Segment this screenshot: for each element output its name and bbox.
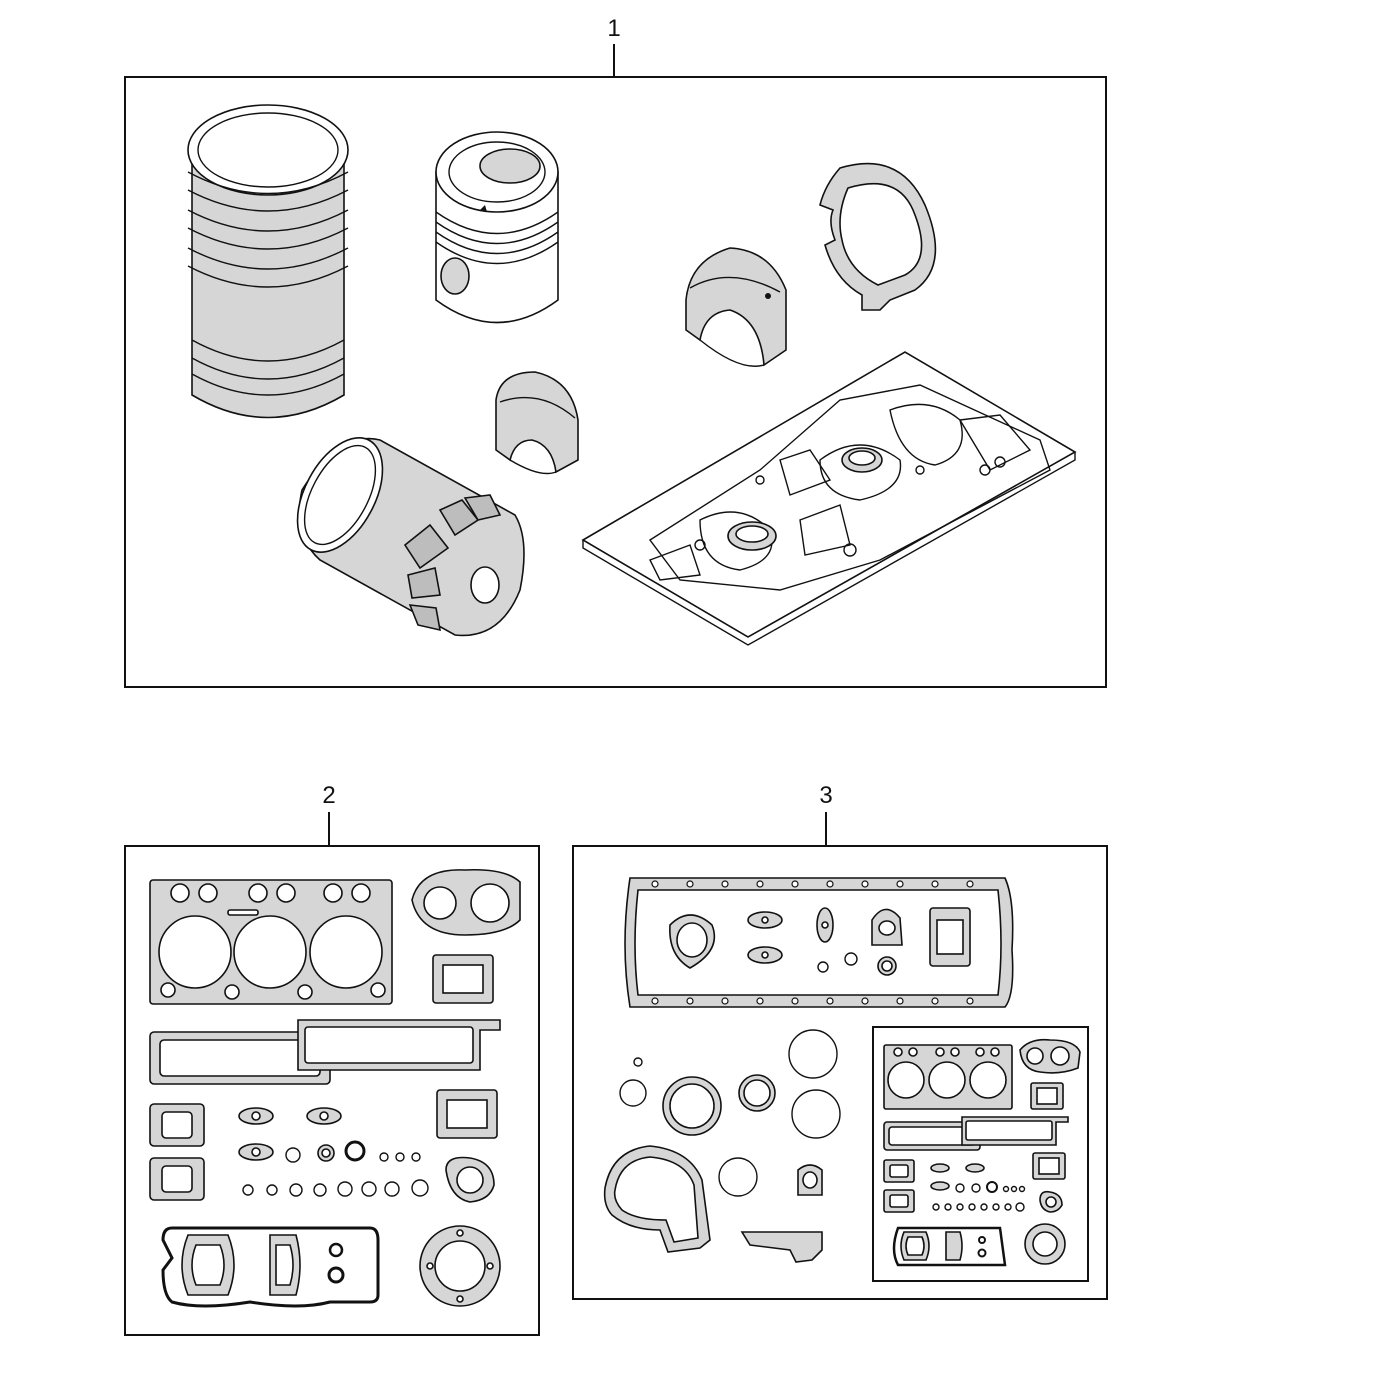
conrod-bearing-large	[685, 247, 787, 367]
cylinder-head-gasket	[149, 879, 393, 1005]
callout-1-label: 1	[607, 15, 620, 42]
exhaust-gaskets	[149, 1103, 205, 1201]
kit-2-panel[interactable]	[124, 845, 540, 1336]
manifold-gaskets	[149, 1019, 501, 1085]
flange-gasket-b	[445, 1156, 495, 1203]
callout-3-label: 3	[819, 782, 832, 809]
cylinder-liner	[187, 104, 349, 419]
timing-cover-gasket	[603, 1145, 823, 1263]
kit-2-callout: 2	[322, 782, 336, 846]
conrod-bearing-small	[495, 371, 579, 475]
flange-gasket-a	[411, 868, 521, 936]
square-gasket-a	[432, 954, 494, 1004]
oil-filter	[296, 437, 525, 637]
o-rings	[238, 1107, 429, 1197]
round-flange-gasket	[419, 1225, 501, 1307]
seal-rings	[619, 1029, 841, 1197]
inset-kit-2	[872, 1026, 1089, 1282]
kit-1-callout: 1	[607, 15, 621, 77]
thrust-washer	[819, 162, 937, 311]
piston	[435, 131, 559, 324]
kit-3-callout: 3	[819, 782, 833, 846]
kit-3-panel[interactable]	[572, 845, 1108, 1300]
callout-2-label: 2	[322, 782, 335, 809]
valve-cover-gasket	[161, 1226, 380, 1308]
gasket-sheet	[581, 351, 1077, 646]
kit-1-panel[interactable]	[124, 76, 1107, 688]
oil-pan-gasket	[624, 877, 1014, 1008]
square-gasket-b	[436, 1089, 498, 1139]
